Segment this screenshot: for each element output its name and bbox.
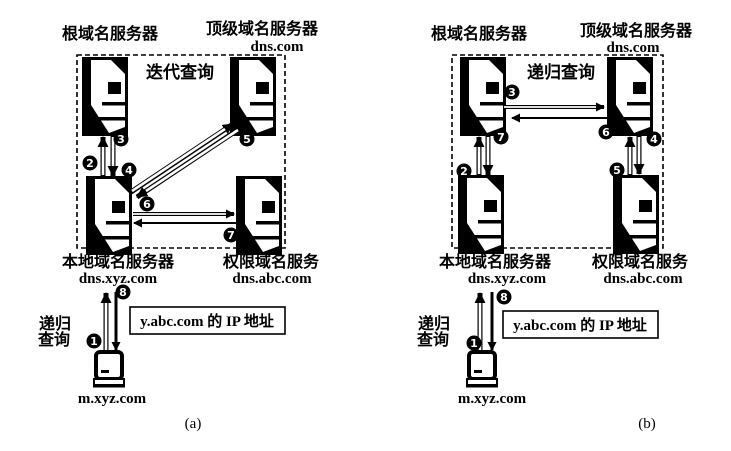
step-number: 7 (497, 131, 505, 144)
step-number: 5 (243, 133, 251, 146)
step-badge-2: 2 (82, 155, 98, 171)
root-server-icon (82, 57, 128, 136)
step-number: 1 (470, 337, 478, 350)
diagram-a-caption: (a) (185, 416, 202, 432)
step-badge-7: 7 (493, 129, 509, 145)
auth-server-icon (613, 175, 659, 254)
recursive-query-boundary (451, 54, 664, 249)
step-number: 8 (500, 291, 508, 304)
query-mode-label: 递归查询 (527, 62, 595, 82)
step-badge-3: 3 (113, 131, 129, 147)
ip-result-label: y.abc.com 的 IP 地址 (513, 316, 647, 334)
diagram-b-caption: (b) (638, 416, 656, 432)
step-number: 3 (117, 133, 125, 146)
step-number: 2 (460, 165, 468, 178)
tld-server-icon (230, 57, 276, 136)
local-server-label: 本地域名服务器 (439, 252, 552, 271)
recursive-query-label-line1: 递归 (39, 314, 71, 333)
step-badge-2: 2 (456, 163, 472, 179)
tld-server-icon (607, 57, 653, 136)
iterative-query-boundary (76, 54, 286, 249)
step-badge-8: 8 (496, 289, 512, 305)
host-computer-icon (91, 350, 127, 390)
ip-result-label: y.abc.com 的 IP 地址 (140, 312, 274, 330)
auth-server-icon (236, 176, 282, 255)
local-server-label: 本地域名服务器 (62, 252, 175, 271)
step-badge-1: 1 (86, 333, 102, 349)
host-label: m.xyz.com (78, 391, 147, 407)
host-label: m.xyz.com (458, 391, 527, 407)
host-computer-icon (464, 350, 500, 390)
recursive-query-label-line2: 查询 (38, 330, 70, 349)
ip-result-box (129, 306, 286, 335)
local-server-domain: dns.xyz.com (468, 271, 547, 287)
arrow-step4-local-to-tld (129, 121, 235, 195)
auth-server-domain: dns.abc.com (232, 271, 312, 287)
step-badge-7: 7 (223, 227, 239, 243)
step-badge-4: 4 (646, 131, 662, 147)
step-badge-6: 6 (139, 196, 155, 212)
diagram-a: y.abc.com 的 IP 地址 根域名服务器 顶级域名服务器 dns.com… (38, 19, 320, 432)
step-badge-3: 3 (504, 84, 520, 100)
step-badge-1: 1 (466, 335, 482, 351)
recursive-query-label-line1: 递归 (418, 314, 450, 333)
tld-server-domain: dns.com (607, 40, 660, 56)
arrow-step5-tld-to-local (135, 126, 241, 200)
step-number: 6 (143, 198, 151, 211)
root-server-icon (460, 57, 506, 136)
step-number: 7 (227, 229, 235, 242)
step-number: 1 (90, 335, 98, 348)
tld-server-label: 顶级域名服务器 (580, 21, 693, 40)
step-number: 2 (86, 157, 94, 170)
query-mode-label: 迭代查询 (146, 62, 214, 82)
auth-server-domain: dns.abc.com (603, 271, 683, 287)
tld-server-domain: dns.com (251, 39, 304, 55)
tld-server-label: 顶级域名服务器 (206, 19, 319, 38)
step-badge-5: 5 (609, 162, 625, 178)
auth-server-label: 权限域名服务 (591, 252, 689, 271)
step-badge-8: 8 (115, 284, 131, 300)
ip-result-box (502, 310, 659, 339)
local-server-icon (86, 176, 132, 255)
step-number: 4 (125, 164, 133, 177)
step-number: 5 (613, 164, 621, 177)
step-number: 4 (650, 133, 658, 146)
step-number: 6 (602, 126, 610, 139)
recursive-query-label-line2: 查询 (417, 330, 449, 349)
local-server-domain: dns.xyz.com (79, 271, 158, 287)
auth-server-label: 权限域名服务 (222, 252, 320, 271)
diagram-b: y.abc.com 的 IP 地址 根域名服务器 顶级域名服务器 dns.com… (417, 21, 693, 432)
root-server-label: 根域名服务器 (431, 24, 528, 43)
step-badge-6: 6 (598, 124, 614, 140)
root-server-label: 根域名服务器 (62, 24, 159, 43)
step-badge-4: 4 (121, 162, 137, 178)
step-number: 3 (508, 86, 516, 99)
step-number: 8 (119, 286, 127, 299)
step-badge-5: 5 (239, 131, 255, 147)
local-server-icon (458, 175, 504, 254)
